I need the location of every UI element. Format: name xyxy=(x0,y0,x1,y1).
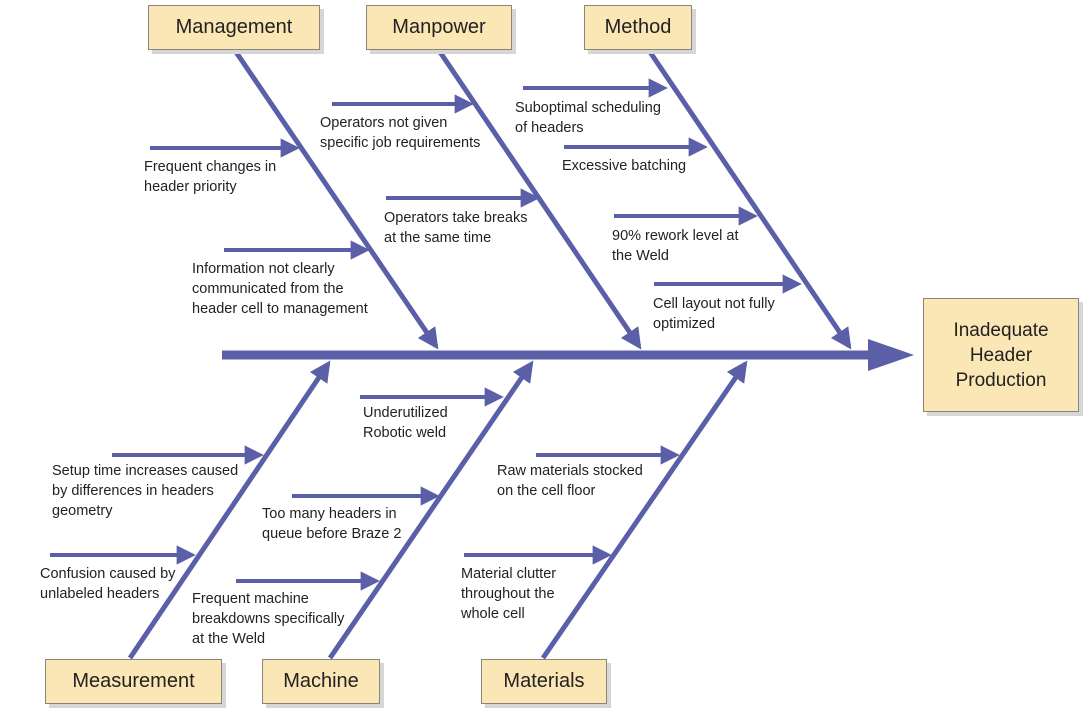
bone-materials xyxy=(540,360,748,660)
cause-materials-2: Material clutter throughout the whole ce… xyxy=(461,566,557,622)
cause-method-1: Suboptimal scheduling of headers xyxy=(515,100,661,136)
category-method: Method xyxy=(584,5,692,50)
cause-method-3: 90% rework level at the Weld xyxy=(612,228,739,264)
cause-measurement-1: Setup time increases caused by differenc… xyxy=(52,463,239,519)
bone-measurement xyxy=(127,360,331,660)
bone-machine xyxy=(327,360,534,660)
cause-management-2: Information not clearly communicated fro… xyxy=(192,261,368,317)
cause-measurement-2: Confusion caused by unlabeled headers xyxy=(40,566,176,602)
cause-machine-3: Frequent machine breakdowns specifically… xyxy=(192,591,345,647)
category-materials: Materials xyxy=(481,659,607,704)
cause-management-1: Frequent changes in header priority xyxy=(144,159,277,195)
bone-method xyxy=(647,50,852,350)
cause-method-4: Cell layout not fully optimized xyxy=(653,296,775,332)
cause-machine-2: Too many headers in queue before Braze 2 xyxy=(262,506,402,542)
cause-method-2: Excessive batching xyxy=(562,158,687,174)
effect-label: Inadequate Header Production xyxy=(953,319,1049,391)
cause-materials-1: Raw materials stocked on the cell floor xyxy=(497,463,643,499)
cause-manpower-2: Operators take breaks at the same time xyxy=(384,210,528,246)
category-manpower: Manpower xyxy=(366,5,512,50)
category-management: Management xyxy=(148,5,320,50)
cause-machine-1: Underutilized Robotic weld xyxy=(363,405,448,441)
cause-manpower-1: Operators not given specific job require… xyxy=(320,115,481,151)
effect-box: Inadequate Header Production xyxy=(923,298,1079,412)
spine-arrowhead xyxy=(868,339,914,371)
category-machine: Machine xyxy=(262,659,380,704)
bone-management xyxy=(233,50,439,350)
category-measurement: Measurement xyxy=(45,659,222,704)
